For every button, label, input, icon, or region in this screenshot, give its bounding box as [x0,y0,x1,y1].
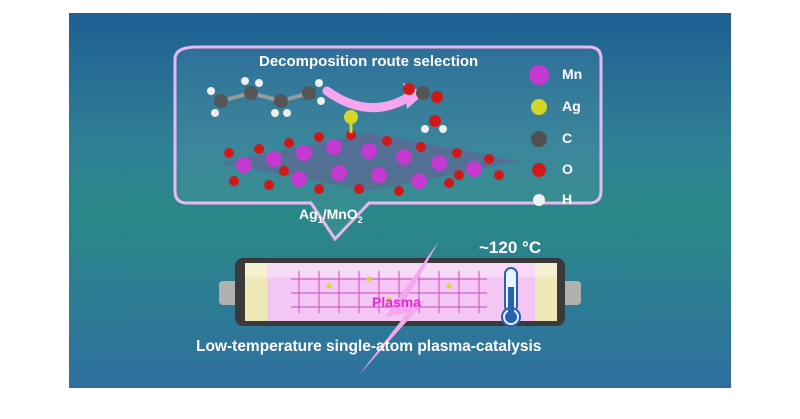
mn-sphere-icon [529,65,549,85]
c-sphere-icon [531,131,547,147]
legend-label-h: H [562,191,573,207]
legend-label-o: O [562,161,573,177]
figure-caption: Low-temperature single-atom plasma-catal… [196,338,542,355]
thermometer-icon [501,267,521,327]
temperature-label: ~120 °C [479,238,542,257]
catalyst-support-label: Ag1/MnO2 [299,206,363,225]
legend-label-c: C [562,130,573,146]
plasma-label: Plasma [372,294,422,310]
h2o-molecule-icon [421,115,447,133]
legend-label-ag: Ag [562,98,581,114]
mno2-surface [219,110,519,196]
co2-molecule-icon [403,83,443,103]
schematic-svg [173,45,603,375]
propane-molecule-icon [207,77,325,117]
lightning-bolt-icon [359,241,439,375]
ag-sphere-icon [531,99,547,115]
panel-title: Decomposition route selection [259,53,479,70]
reaction-arrow [322,86,414,113]
h-sphere-icon [533,194,545,206]
legend-label-mn: Mn [562,66,583,82]
ag-atom [344,110,358,124]
o-sphere-icon [532,163,546,177]
plasma-reactor [219,258,581,326]
figure: Decomposition route selection Ag1/MnO2 ~… [69,13,731,388]
